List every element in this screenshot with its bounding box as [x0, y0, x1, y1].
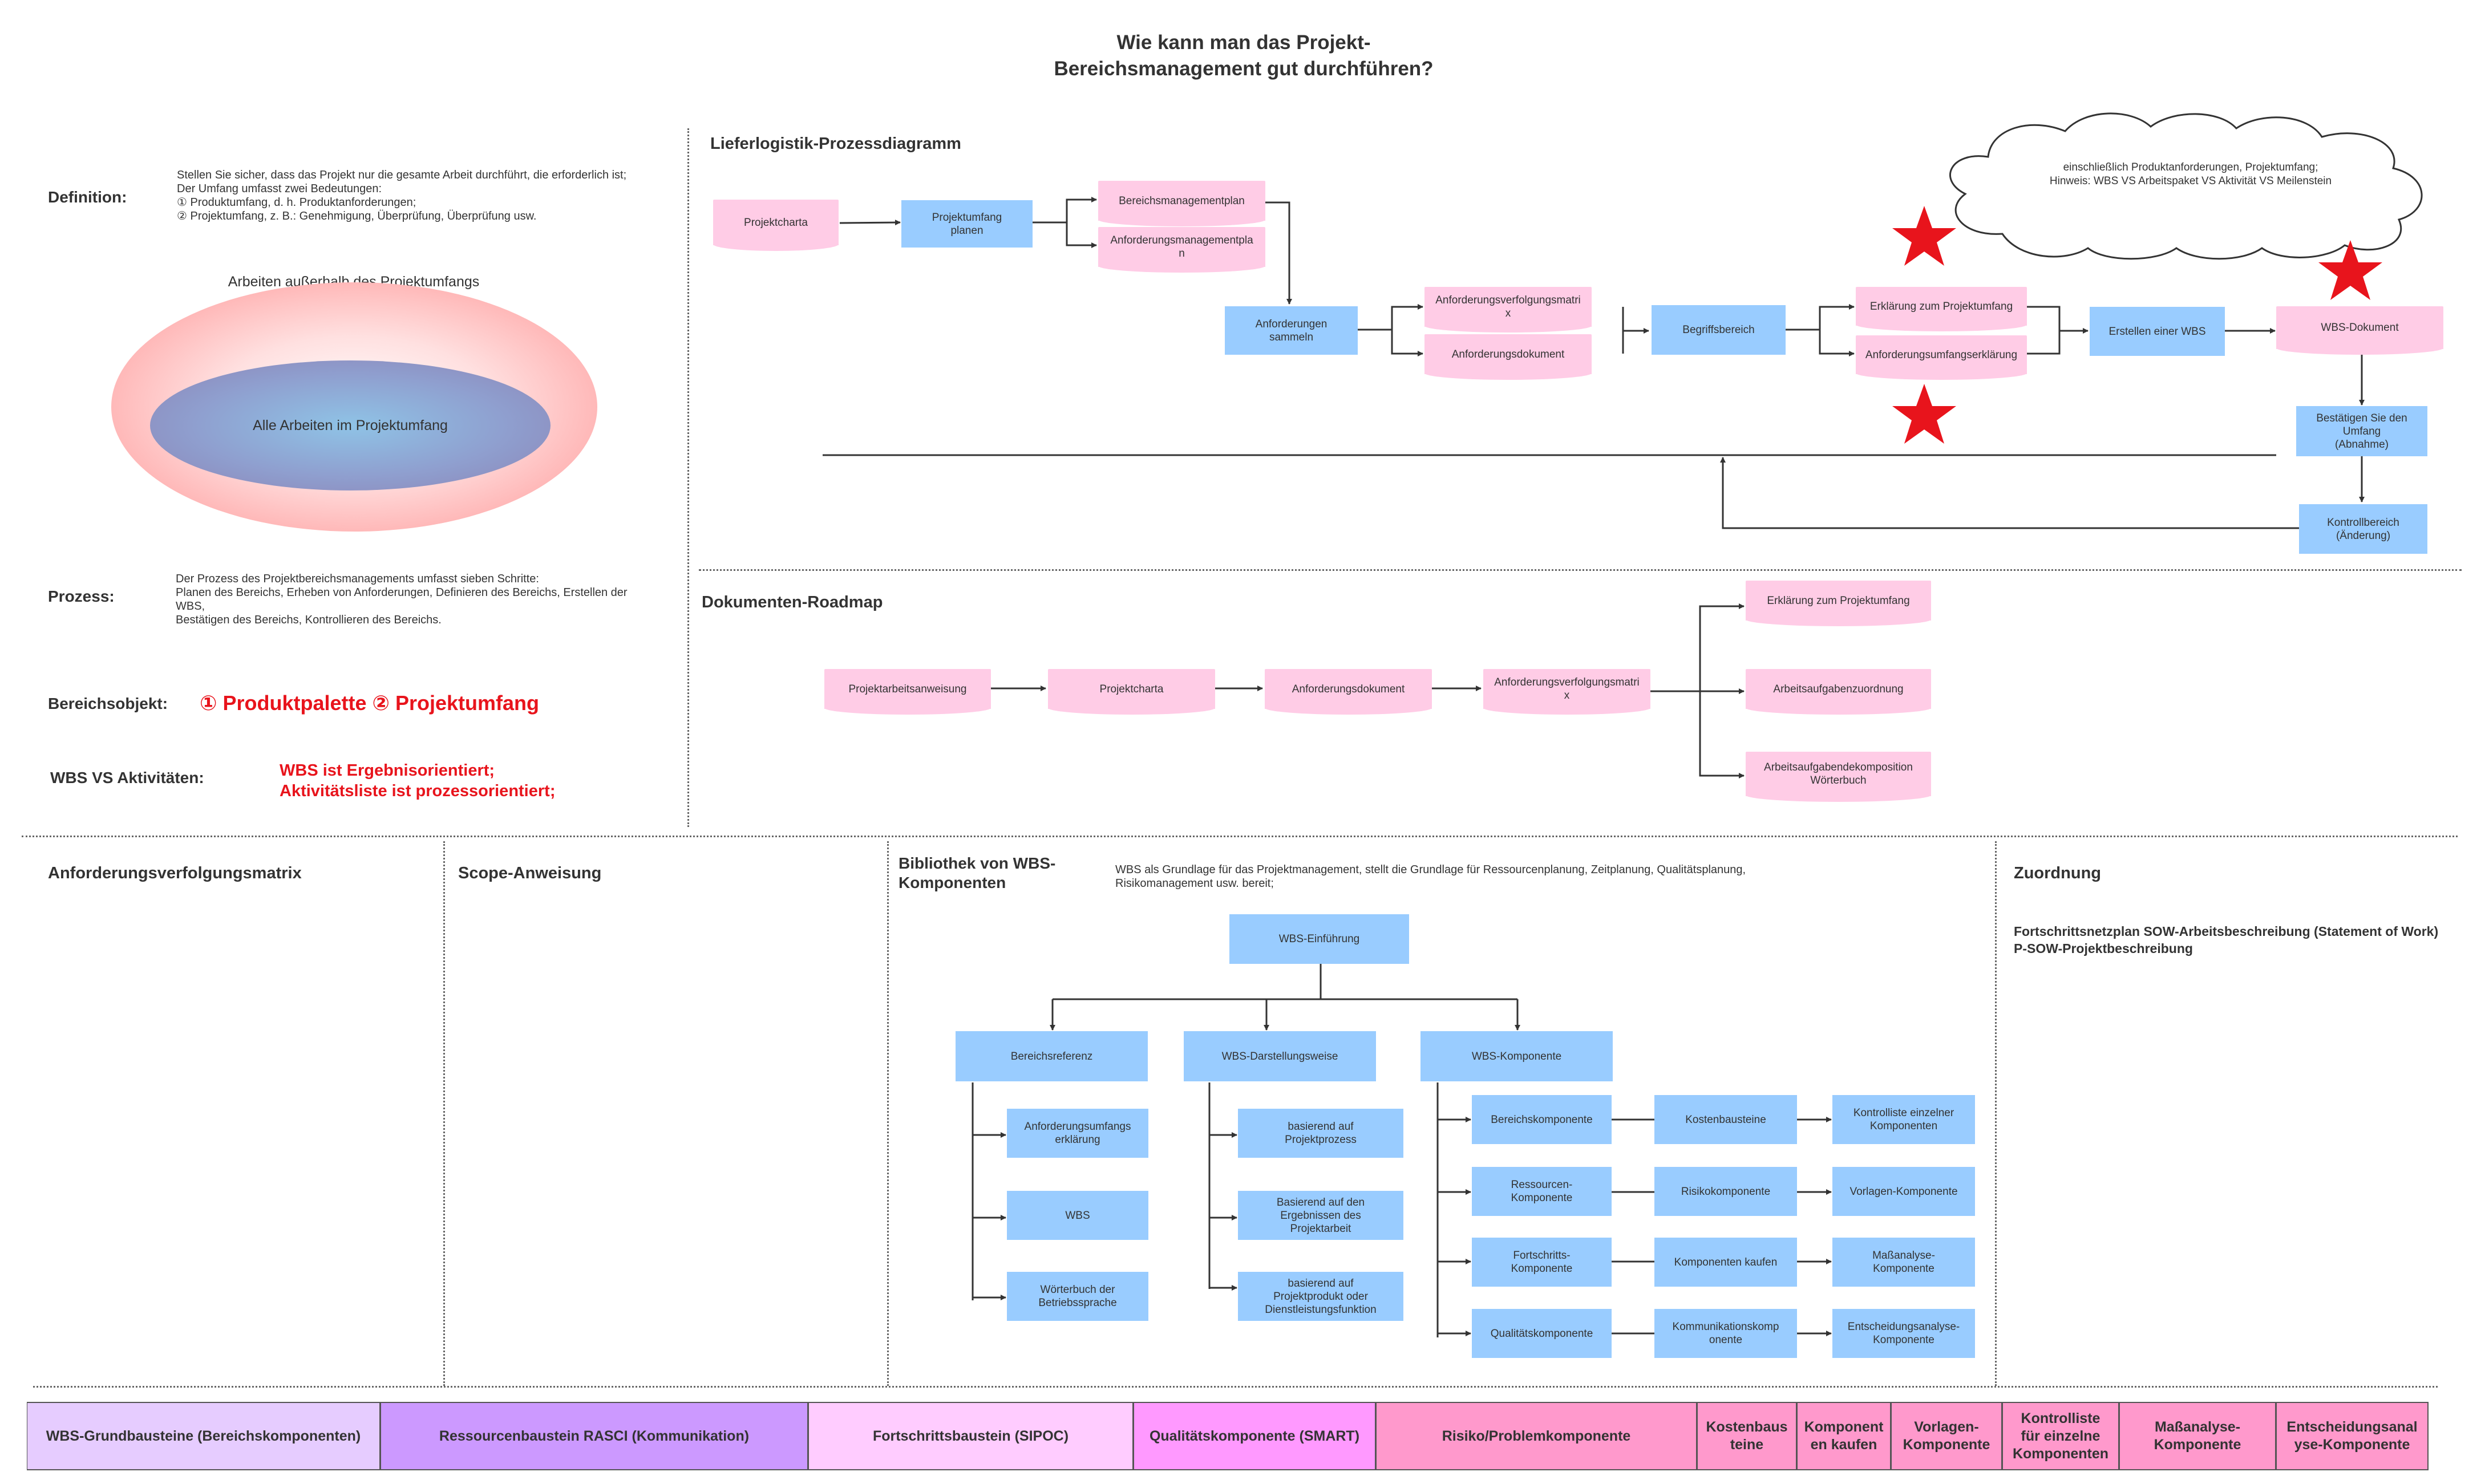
logistics-title: Lieferlogistik-Prozessdiagramm [710, 135, 961, 153]
col3-head: WBS-Komponente [1420, 1031, 1613, 1081]
roadmap-title: Dokumenten-Roadmap [702, 593, 883, 611]
roadmap-node: Anforderungsverfolgungsmatri x [1483, 669, 1650, 715]
zuordnung-title: Zuordnung [2014, 864, 2102, 882]
cloud-text: einschließlich Produktanforderungen, Pro… [2049, 161, 2332, 187]
col2-item: basierend auf Projektprozess [1238, 1109, 1403, 1158]
star-icon [1892, 206, 1956, 266]
matrix-title: Anforderungsverfolgungsmatrix [48, 864, 302, 882]
node-kontrollbereich: Kontrollbereich (Änderung) [2299, 504, 2427, 554]
col4-item: Risikokomponente [1654, 1167, 1797, 1216]
col3-item: Ressourcen- Komponente [1472, 1167, 1612, 1216]
node-anforderungsplan: Anforderungsmanagementpla n [1098, 227, 1265, 273]
col2-item: Basierend auf den Ergebnissen des Projek… [1238, 1191, 1403, 1240]
bar-cell: Komponent en kaufen [1797, 1402, 1891, 1470]
cloud-callout [1949, 112, 2423, 260]
col5-item: Maßanalyse- Komponente [1832, 1238, 1975, 1287]
prozess-label: Prozess: [48, 587, 115, 605]
star-icon [2318, 240, 2382, 300]
col1-item: WBS [1007, 1191, 1148, 1240]
bar-cell: Kostenbaus teine [1697, 1402, 1797, 1470]
wbs-root: WBS-Einführung [1229, 914, 1409, 964]
node-projektcharta: Projektcharta [713, 200, 839, 251]
bar-cell: Vorlagen- Komponente [1891, 1402, 2002, 1470]
roadmap-output: Arbeitsaufgabenzuordnung [1746, 669, 1931, 715]
page-title: Wie kann man das Projekt- Bereichsmanage… [1054, 31, 1434, 80]
bar-cell: Risiko/Problemkomponente [1376, 1402, 1697, 1470]
roadmap-node: Anforderungsdokument [1265, 669, 1432, 715]
divider-bottom [33, 1386, 2438, 1388]
node-anforderungsdokument: Anforderungsdokument [1424, 334, 1592, 380]
bar-cell: Entscheidungsanal yse-Komponente [2276, 1402, 2429, 1470]
star-icon [1892, 384, 1956, 444]
inner-scope-ellipse: Alle Arbeiten im Projektumfang [150, 360, 551, 490]
col1-item: Wörterbuch der Betriebssprache [1007, 1272, 1148, 1321]
node-verfolgungsmatrix: Anforderungsverfolgungsmatri x [1424, 287, 1592, 333]
col4-item: Komponenten kaufen [1654, 1238, 1797, 1287]
prozess-text: Der Prozess des Projektbereichsmanagemen… [176, 573, 628, 626]
bar-cell: Fortschrittsbaustein (SIPOC) [808, 1402, 1134, 1470]
node-umfangserklaerung: Anforderungsumfangserklärung [1856, 335, 2027, 380]
bar-cell: Maßanalyse- Komponente [2119, 1402, 2276, 1470]
col1-item: Anforderungsumfangs erklärung [1007, 1109, 1148, 1158]
zuordnung-text: Fortschrittsnetzplan SOW-Arbeitsbeschrei… [2014, 924, 2439, 956]
node-wbs-erstellen: Erstellen einer WBS [2090, 307, 2225, 356]
roadmap-node: Projektarbeitsanweisung [824, 669, 991, 715]
roadmap-output: Erklärung zum Projektumfang [1746, 581, 1931, 626]
node-bereichsplan: Bereichsmanagementplan [1098, 181, 1265, 226]
inner-scope-label: Alle Arbeiten im Projektumfang [253, 417, 448, 433]
divider-mid [699, 569, 2462, 571]
col2-item: basierend auf Projektprodukt oder Dienst… [1238, 1272, 1403, 1321]
divider-left [687, 128, 689, 827]
scope-title: Scope-Anweisung [458, 864, 602, 882]
wbs-vs-value: WBS ist Ergebnisorientiert; Aktivitätsli… [280, 761, 556, 800]
col3-item: Bereichskomponente [1472, 1095, 1612, 1144]
col4-item: Kostenbausteine [1654, 1095, 1797, 1144]
col5-item: Entscheidungsanalyse- Komponente [1832, 1309, 1975, 1358]
roadmap-output: Arbeitsaufgabendekomposition Wörterbuch [1746, 752, 1931, 802]
bereichsobjekt-label: Bereichsobjekt: [48, 695, 168, 712]
bar-cell: Qualitätskomponente (SMART) [1134, 1402, 1376, 1470]
col5-item: Kontrolliste einzelner Komponenten [1832, 1095, 1975, 1144]
node-wbs-dokument: WBS-Dokument [2276, 306, 2443, 355]
wbs-vs-label: WBS VS Aktivitäten: [50, 769, 204, 786]
library-desc: WBS als Grundlage für das Projektmanagem… [1115, 863, 1746, 890]
divider-b1 [443, 841, 445, 1386]
divider-b3 [1995, 841, 1997, 1386]
node-begriffsbereich: Begriffsbereich [1652, 305, 1786, 355]
col3-item: Qualitätskomponente [1472, 1309, 1612, 1358]
roadmap-node: Projektcharta [1048, 669, 1215, 715]
divider-row [22, 836, 2458, 837]
divider-b2 [887, 841, 889, 1386]
col2-head: WBS-Darstellungsweise [1184, 1031, 1376, 1081]
node-erklaerung: Erklärung zum Projektumfang [1856, 287, 2027, 331]
bar-cell: Kontrolliste für einzelne Komponenten [2002, 1402, 2119, 1470]
bar-cell: Ressourcenbaustein RASCI (Kommunikation) [381, 1402, 808, 1470]
col5-item: Vorlagen-Komponente [1832, 1167, 1975, 1216]
definition-text: Stellen Sie sicher, dass das Projekt nur… [177, 169, 627, 222]
library-title: Bibliothek von WBS- Komponenten [899, 854, 1056, 891]
col4-item: Kommunikationskomp onente [1654, 1309, 1797, 1358]
bereichsobjekt-value: ① Produktpalette ② Projektumfang [200, 691, 540, 715]
node-bestaetigen: Bestätigen Sie den Umfang (Abnahme) [2296, 406, 2427, 456]
node-umfang-planen: Projektumfang planen [901, 200, 1033, 248]
definition-label: Definition: [48, 188, 127, 206]
col1-head: Bereichsreferenz [956, 1031, 1148, 1081]
col3-item: Fortschritts- Komponente [1472, 1238, 1612, 1287]
node-anforderungen-sammeln: Anforderungen sammeln [1225, 306, 1358, 355]
bar-cell: WBS-Grundbausteine (Bereichskomponenten) [27, 1402, 381, 1470]
